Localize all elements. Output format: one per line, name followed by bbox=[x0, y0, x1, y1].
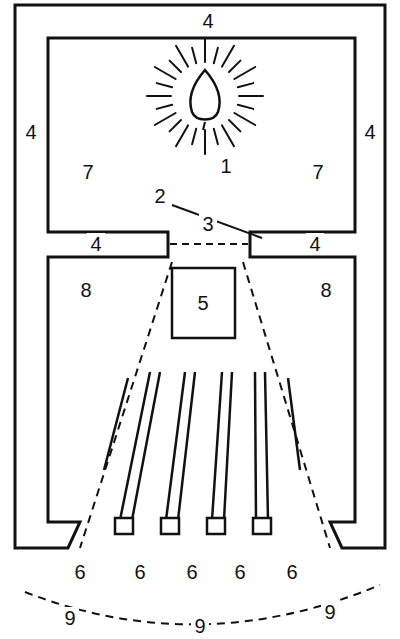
callout-number: 5 bbox=[194, 292, 211, 314]
light-ray bbox=[222, 125, 234, 146]
callout-number: 4 bbox=[199, 10, 216, 32]
callout-number: 6 bbox=[183, 561, 200, 583]
light-ray bbox=[155, 113, 176, 125]
light-ray bbox=[155, 67, 176, 79]
light-ray bbox=[234, 67, 255, 79]
light-ray bbox=[239, 95, 263, 97]
callout-number: 4 bbox=[361, 121, 378, 143]
callout-number: 8 bbox=[317, 279, 334, 301]
light-ray bbox=[170, 61, 181, 72]
light-ray bbox=[222, 46, 234, 67]
light-ray bbox=[204, 130, 206, 154]
callout-number: 6 bbox=[131, 561, 148, 583]
callout-number: 6 bbox=[71, 561, 88, 583]
light-ray bbox=[147, 95, 171, 97]
callout-number: 7 bbox=[79, 161, 96, 183]
callout-number: 6 bbox=[231, 561, 248, 583]
callout-number: 6 bbox=[283, 561, 300, 583]
light-ray bbox=[176, 125, 188, 146]
callout-number: 1 bbox=[217, 155, 234, 177]
light-ray bbox=[192, 129, 196, 145]
callout-number: 7 bbox=[309, 161, 326, 183]
light-ray bbox=[157, 83, 173, 87]
light-ray bbox=[229, 120, 240, 131]
callout-number: 4 bbox=[306, 233, 323, 255]
light-ray bbox=[238, 83, 254, 87]
callout-number: 9 bbox=[61, 607, 78, 629]
light-ray bbox=[170, 120, 181, 131]
callout-number: 4 bbox=[22, 121, 39, 143]
callout-number: 9 bbox=[191, 615, 208, 637]
light-ray bbox=[229, 61, 240, 72]
light-ray bbox=[238, 105, 254, 109]
light-ray bbox=[234, 113, 255, 125]
callout-number: 3 bbox=[199, 213, 216, 235]
light-ray bbox=[192, 48, 196, 64]
callout-number: 2 bbox=[151, 185, 168, 207]
callout-number: 4 bbox=[87, 233, 104, 255]
light-ray bbox=[214, 48, 218, 64]
light-ray bbox=[204, 38, 206, 62]
callout-number: 9 bbox=[321, 601, 338, 623]
light-ray bbox=[157, 105, 173, 109]
light-ray bbox=[176, 46, 188, 67]
callout-number: 8 bbox=[77, 279, 94, 301]
light-ray bbox=[214, 129, 218, 145]
